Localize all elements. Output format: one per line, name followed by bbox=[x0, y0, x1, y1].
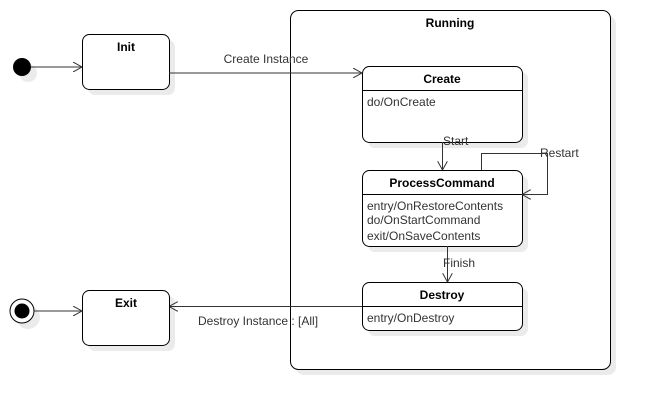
exit-title: Exit bbox=[115, 296, 137, 310]
state-destroy[interactable]: Destroy entry/OnDestroy bbox=[362, 282, 529, 337]
create-activity: do/OnCreate bbox=[367, 95, 436, 109]
process-activity-exit: exit/OnSaveContents bbox=[367, 229, 480, 243]
process-activity-do: do/OnStartCommand bbox=[367, 213, 480, 227]
final-node[interactable] bbox=[9, 298, 40, 329]
initial-node[interactable] bbox=[13, 58, 37, 82]
state-process-command[interactable]: ProcessCommand entry/OnRestoreContents d… bbox=[362, 170, 529, 253]
destroy-activity: entry/OnDestroy bbox=[367, 311, 454, 325]
create-title: Create bbox=[423, 72, 461, 86]
running-title: Running bbox=[426, 16, 475, 30]
state-create[interactable]: Create do/OnCreate bbox=[362, 66, 529, 149]
init-title: Init bbox=[117, 40, 135, 54]
label-create-instance: Create Instance bbox=[224, 52, 309, 66]
state-exit[interactable]: Exit bbox=[82, 290, 176, 352]
label-destroy-instance: Destroy Instance : [All] bbox=[198, 314, 318, 328]
state-init[interactable]: Init bbox=[82, 34, 176, 96]
process-title: ProcessCommand bbox=[389, 176, 494, 190]
transition-restart[interactable] bbox=[481, 153, 548, 195]
process-activity-entry: entry/OnRestoreContents bbox=[367, 199, 503, 213]
destroy-title: Destroy bbox=[420, 288, 465, 302]
label-finish: Finish bbox=[443, 256, 475, 270]
label-start: Start bbox=[443, 134, 469, 148]
label-restart: Restart bbox=[540, 146, 579, 160]
